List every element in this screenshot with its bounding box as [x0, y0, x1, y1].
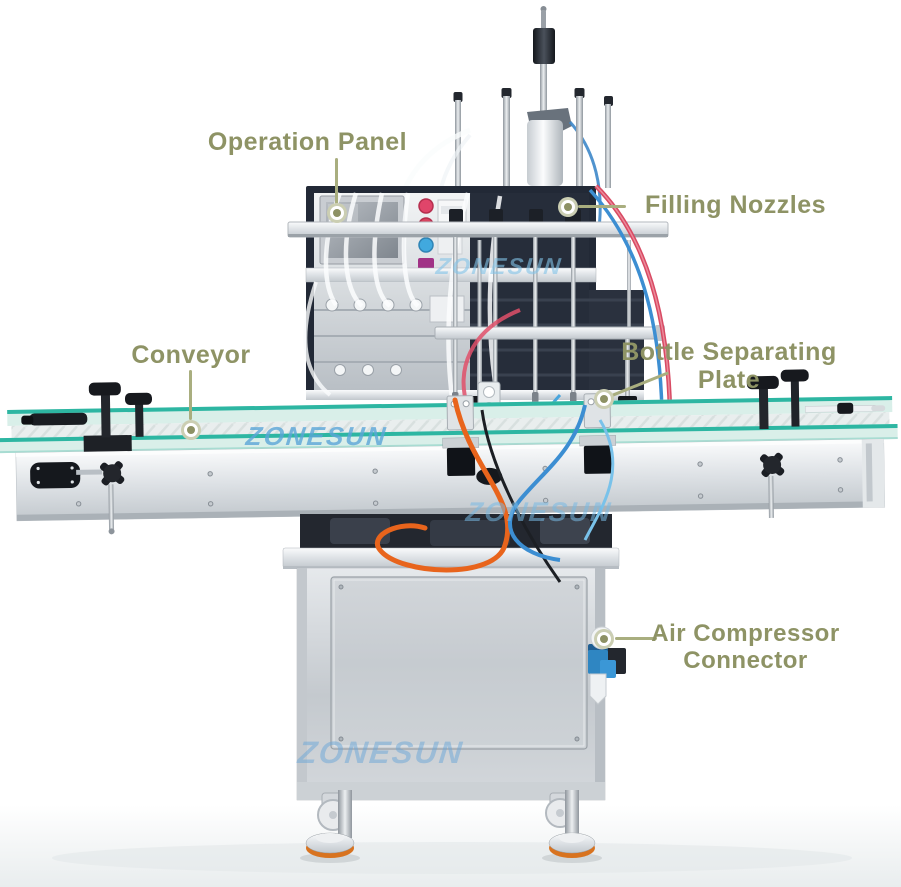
- bottle-separating-line2: Plate: [697, 366, 761, 394]
- cabinet-door: [330, 576, 588, 750]
- leg-left: [338, 790, 352, 838]
- air-compressor-connector-label: Air Compressor Connector: [643, 620, 848, 675]
- operation-panel-label: Operation Panel: [207, 128, 408, 156]
- leveling-foot-right: [548, 832, 596, 858]
- air-compressor-connector-fitting: [588, 626, 626, 705]
- bottle-separating-plate-label: Bottle Separating Plate: [595, 338, 863, 394]
- filling-nozzles-leader: [578, 205, 626, 208]
- operation-panel-leader: [335, 158, 338, 204]
- watermark-zonesun: ZONESUN: [464, 497, 614, 527]
- adjustment-knob: [533, 28, 555, 64]
- operation-panel-marker-icon: [327, 203, 347, 223]
- under-conveyor: [300, 514, 612, 550]
- air-compressor-connector-leader: [615, 637, 657, 640]
- feet: [300, 790, 602, 863]
- bottle-separating-line1: Bottle Separating: [621, 338, 837, 366]
- bottle-separating-plate-marker-icon: [594, 389, 614, 409]
- rail-adjuster-right: [746, 369, 886, 518]
- conveyor-leader: [189, 370, 192, 420]
- air-compressor-line1: Air Compressor: [651, 620, 840, 647]
- leg-right: [565, 790, 579, 838]
- red-button: [418, 198, 434, 214]
- conveyor-label: Conveyor: [131, 341, 251, 369]
- conveyor: [0, 369, 898, 535]
- rail-adjuster-left: [21, 382, 153, 535]
- motor-end-plate: [30, 461, 81, 489]
- machine-head-panel: [303, 186, 644, 401]
- air-compressor-connector-marker-icon: [594, 629, 614, 649]
- magenta-button: [418, 258, 434, 269]
- door-screws: [338, 584, 580, 742]
- leveling-foot-left: [305, 832, 355, 858]
- watermark-zonesun: ZONESUN: [434, 253, 564, 279]
- watermark-zonesun: ZONESUN: [244, 421, 389, 451]
- air-compressor-line2: Connector: [683, 646, 808, 674]
- watermark-zonesun: ZONESUN: [296, 735, 466, 770]
- bottle-sensor-right: [579, 393, 617, 474]
- air-cylinder: [527, 120, 563, 186]
- filling-nozzles-label: Filling Nozzles: [644, 191, 827, 219]
- nozzle-assembly: [287, 209, 669, 406]
- floor: [0, 805, 901, 887]
- blue-button: [418, 237, 434, 253]
- filling-nozzles-marker-icon: [558, 197, 578, 217]
- conveyor-marker-icon: [181, 420, 201, 440]
- lower-tubes: [375, 397, 615, 583]
